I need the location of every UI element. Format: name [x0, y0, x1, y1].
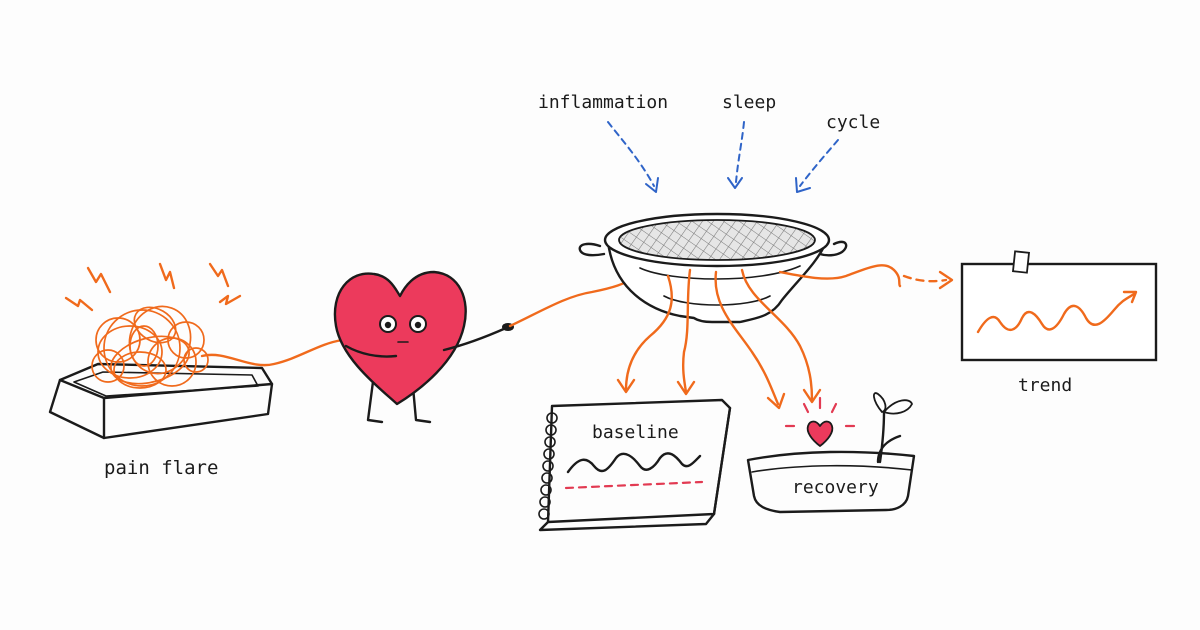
sleep-label: sleep	[722, 92, 776, 113]
notebook-icon: baseline	[538, 398, 732, 532]
influence-arrows: inflammation sleep cycle	[538, 92, 880, 193]
notebook-spiral	[538, 412, 558, 520]
heart-character-icon	[333, 270, 514, 424]
tray-icon	[48, 362, 274, 440]
inflammation-label: inflammation	[538, 92, 668, 113]
baseline-label: baseline	[592, 422, 679, 443]
pain-flare-group: pain flare	[48, 262, 274, 479]
cycle-label: cycle	[826, 112, 880, 133]
recovery-label: recovery	[792, 477, 879, 498]
framed-chart-icon: trend	[960, 250, 1158, 396]
tangled-thread-icon	[91, 305, 209, 389]
pain-flare-label: pain flare	[104, 457, 218, 479]
outflow-arrows	[616, 264, 954, 410]
trend-label: trend	[1018, 375, 1072, 396]
strainer-icon	[578, 212, 848, 324]
planter-icon: recovery	[746, 392, 916, 514]
thread-to-strainer	[508, 274, 638, 328]
lightning-icons	[64, 262, 242, 312]
